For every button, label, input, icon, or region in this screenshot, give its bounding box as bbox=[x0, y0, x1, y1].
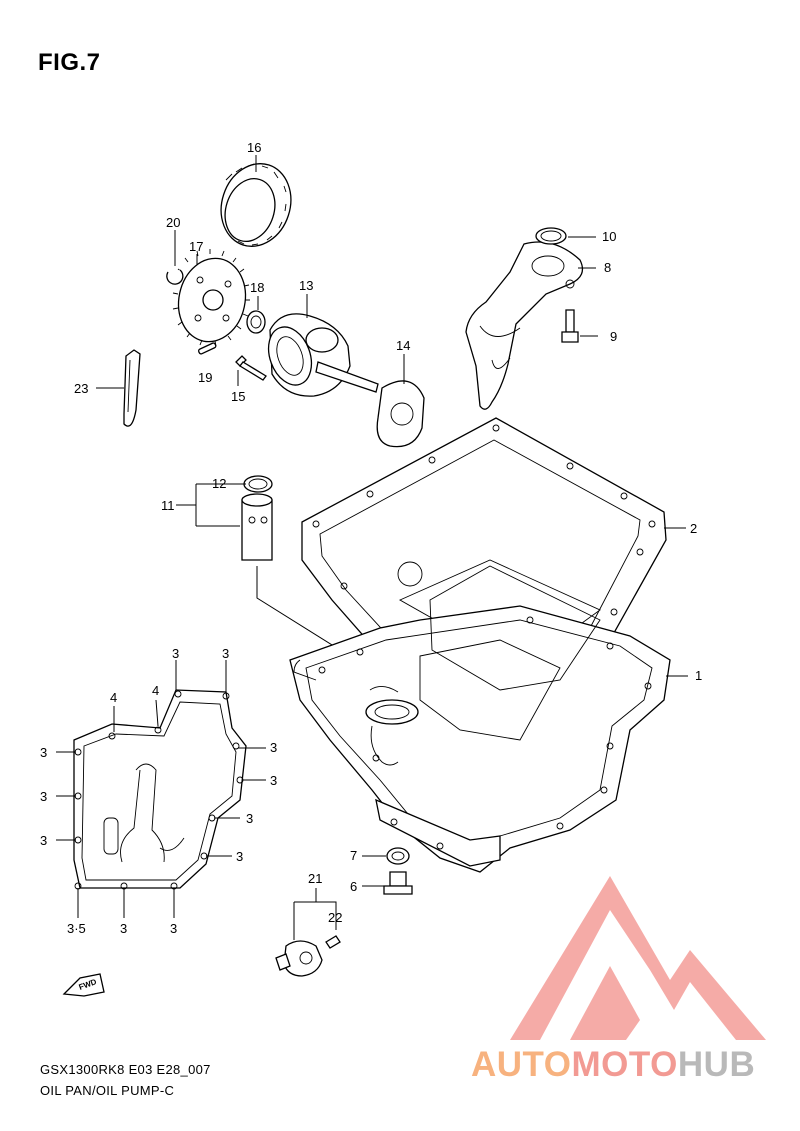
callout-3: 3 bbox=[222, 646, 229, 661]
callout-15: 15 bbox=[231, 389, 245, 404]
part-15-bolt bbox=[235, 355, 267, 381]
watermark-logo bbox=[510, 876, 766, 1040]
part-12-o-ring bbox=[243, 475, 273, 493]
callout-3: 3 bbox=[170, 921, 177, 936]
callout-3: 3 bbox=[236, 849, 243, 864]
callout-22: 22 bbox=[328, 910, 342, 925]
callout-14: 14 bbox=[396, 338, 410, 353]
callout-12: 12 bbox=[212, 476, 226, 491]
part-13-oil-pump bbox=[267, 313, 379, 397]
callout-20: 20 bbox=[166, 215, 180, 230]
callout-9: 9 bbox=[610, 329, 617, 344]
watermark-moto: MOTO bbox=[571, 1045, 678, 1084]
callout-19: 19 bbox=[198, 370, 212, 385]
part-23-bracket bbox=[123, 349, 141, 427]
watermark-text: AUTOMOTOHUB bbox=[471, 1045, 755, 1085]
callout-17: 17 bbox=[189, 239, 203, 254]
model-code: GSX1300RK8 E03 E28_007 bbox=[40, 1062, 211, 1077]
leader-21-22 bbox=[293, 888, 337, 940]
callout-21: 21 bbox=[308, 871, 322, 886]
forward-arrow-icon: FWD bbox=[62, 973, 105, 997]
callout-3: 3 bbox=[40, 833, 47, 848]
watermark-auto: AUTO bbox=[471, 1045, 572, 1084]
part-10-o-ring bbox=[535, 227, 567, 245]
callout-1: 1 bbox=[695, 668, 702, 683]
part-21-oil-pressure-switch bbox=[275, 940, 323, 977]
callout-3: 3 bbox=[120, 921, 127, 936]
cover-plate-leaders bbox=[56, 660, 266, 918]
leader-11-12 bbox=[176, 483, 246, 527]
figure-title: FIG.7 bbox=[38, 49, 101, 76]
callout-8: 8 bbox=[604, 260, 611, 275]
part-7-gasket bbox=[386, 847, 410, 865]
part-22-screw bbox=[325, 935, 341, 949]
callout-2: 2 bbox=[690, 521, 697, 536]
callout-3: 3 bbox=[270, 740, 277, 755]
callout-16: 16 bbox=[247, 140, 261, 155]
part-17-drive-gear bbox=[172, 249, 250, 347]
callout-11: 11 bbox=[161, 498, 175, 513]
callout-10: 10 bbox=[602, 229, 616, 244]
part-19-pin bbox=[198, 342, 217, 355]
callout-13: 13 bbox=[299, 278, 313, 293]
callout-3: 3 bbox=[246, 811, 253, 826]
watermark-hub: HUB bbox=[677, 1045, 756, 1084]
callout-7: 7 bbox=[350, 848, 357, 863]
part-1-oil-pan bbox=[289, 565, 671, 873]
callout-3: 3 bbox=[172, 646, 179, 661]
callout-4: 4 bbox=[152, 683, 159, 698]
part-18-washer bbox=[246, 310, 266, 334]
callout-numbers: 1 2 10 8 9 16 20 17 18 13 19 15 14 23 12… bbox=[40, 140, 702, 936]
part-cover-plate bbox=[73, 689, 247, 890]
callout-3: 3 bbox=[270, 773, 277, 788]
part-14-gasket bbox=[376, 380, 425, 448]
callout-23: 23 bbox=[74, 381, 88, 396]
callout-18: 18 bbox=[250, 280, 264, 295]
part-20-circlip bbox=[166, 269, 184, 285]
part-6-drain-plug bbox=[383, 871, 413, 895]
callout-4: 4 bbox=[110, 690, 117, 705]
callout-3-5: 3·5 bbox=[67, 921, 86, 936]
callout-6: 6 bbox=[350, 879, 357, 894]
part-9-bolt bbox=[561, 309, 579, 343]
part-11-pipe bbox=[241, 493, 273, 561]
part-8-oil-strainer bbox=[465, 241, 584, 410]
callout-3: 3 bbox=[40, 745, 47, 760]
part-16-gear-ring bbox=[220, 163, 292, 247]
callout-3: 3 bbox=[40, 789, 47, 804]
section-name: OIL PAN/OIL PUMP-C bbox=[40, 1083, 175, 1098]
